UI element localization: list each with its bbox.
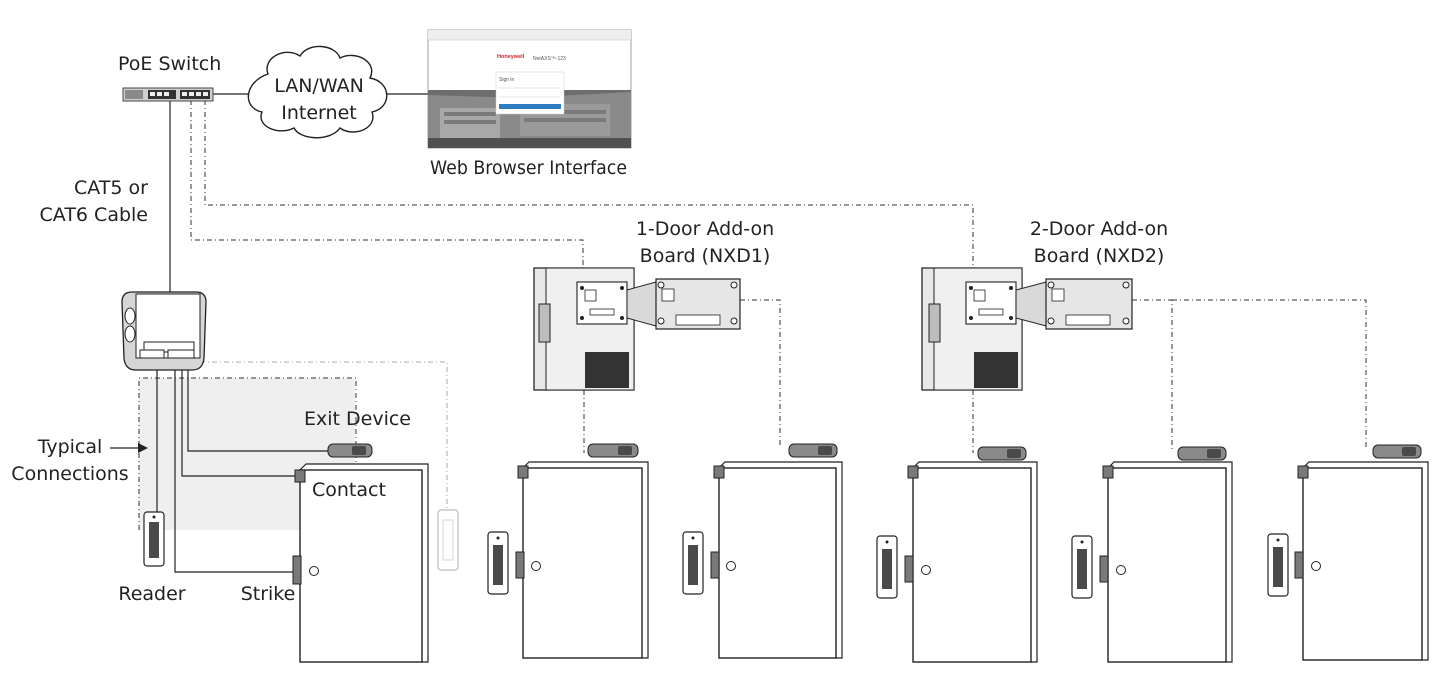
door-icon — [710, 461, 843, 659]
strike-label: Strike — [241, 583, 296, 605]
card-reader-icon — [876, 535, 898, 599]
exit-device-icon — [1177, 446, 1227, 461]
door-icon — [292, 463, 429, 663]
addon-board-icon — [655, 278, 741, 330]
cable-label-line2: CAT6 Cable — [40, 204, 148, 226]
door-icon — [1294, 461, 1429, 661]
switch-to-addon2-line — [204, 100, 974, 268]
addon2-label-line2: Board (NXD2) — [1034, 245, 1165, 267]
browser-sign-in: Sign in — [499, 77, 515, 83]
arrow-right-icon — [110, 443, 148, 453]
typical-label-line2: Connections — [11, 463, 128, 485]
addon-board-icon — [1045, 278, 1133, 330]
cloud-icon — [247, 45, 388, 139]
card-reader-icon — [682, 531, 704, 595]
addon1-label-line2: Board (NXD1) — [640, 245, 771, 267]
exit-device-icon — [327, 443, 373, 458]
typical-label-line1: Typical — [37, 436, 103, 458]
browser-product: NetAXS™-123 — [533, 56, 566, 62]
browser-screenshot-icon — [427, 29, 632, 149]
switch-to-addon1-line — [190, 100, 584, 268]
enclosure-icon — [533, 267, 657, 391]
door-icon — [1099, 461, 1233, 663]
door-icon — [515, 461, 649, 659]
board2-to-door5-line — [1172, 299, 1367, 450]
controller-panel-icon — [121, 291, 207, 371]
exit-device-icon — [587, 443, 639, 458]
card-reader-icon — [487, 531, 509, 595]
card-reader-icon — [143, 511, 165, 567]
board2-to-door4-line — [1132, 299, 1173, 450]
cable-label-line1: CAT5 or — [74, 177, 148, 199]
exit-device-icon — [788, 443, 838, 458]
lan-wan-label: LAN/WAN — [274, 75, 364, 97]
contact-label: Contact — [312, 479, 386, 501]
enclosure-icon — [921, 267, 1047, 391]
door-icon — [904, 461, 1038, 663]
poe-switch-icon — [122, 87, 214, 102]
card-reader-icon — [1267, 533, 1289, 597]
strike-wire — [174, 360, 296, 573]
exit-device-icon — [1372, 444, 1422, 459]
reader-label: Reader — [118, 583, 185, 605]
contact-wire — [181, 360, 296, 477]
exit-wire — [187, 360, 328, 452]
board1-to-door2-line — [740, 299, 781, 445]
addon1-label-line1: 1-Door Add-on — [636, 218, 774, 240]
addon2-label-line1: 2-Door Add-on — [1030, 218, 1168, 240]
internet-label: Internet — [281, 102, 356, 124]
exit-device-label: Exit Device — [304, 408, 411, 430]
poe-switch-label: PoE Switch — [118, 53, 221, 75]
browser-brand: Honeywell — [497, 54, 525, 60]
web-browser-label: Web Browser Interface — [430, 157, 627, 179]
card-reader-icon — [437, 509, 459, 571]
exit-device-icon — [977, 446, 1027, 461]
card-reader-icon — [1071, 535, 1093, 599]
